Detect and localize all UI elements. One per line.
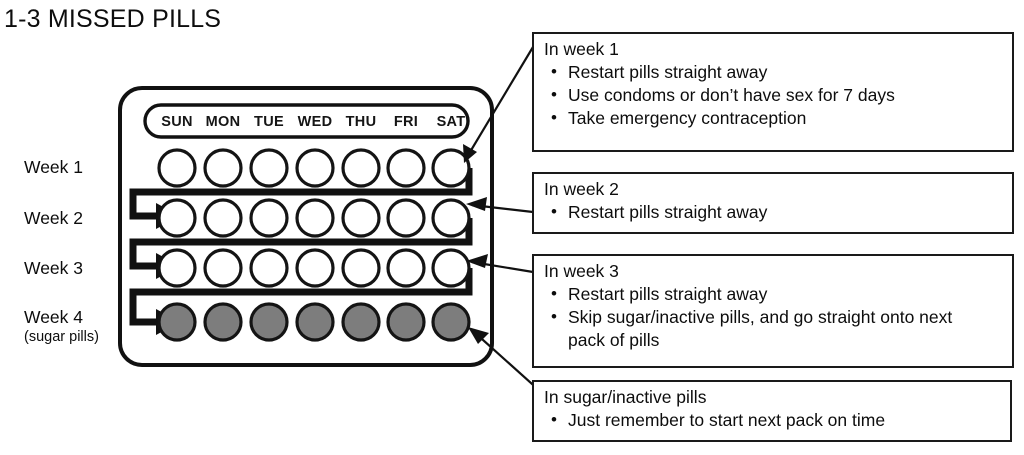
pill-week3-thu <box>341 248 381 288</box>
leader-line-sugar <box>472 330 542 393</box>
pill-week1-thu <box>341 148 381 188</box>
pill-week3-mon <box>203 248 243 288</box>
pill-week4-fri <box>386 302 426 342</box>
pill-week2-fri <box>386 198 426 238</box>
leader-arrowhead-week3 <box>466 254 488 268</box>
pill-week4-sat <box>431 302 471 342</box>
pill-week4-tue <box>249 302 289 342</box>
week-label-3-name: Week 3 <box>24 258 84 278</box>
week-label-1-name: Week 1 <box>24 157 84 177</box>
snake-path-week1-to-week2 <box>129 168 473 220</box>
callout-heading-sugar-pills: In sugar/inactive pills <box>544 387 707 407</box>
callout-box-week-2: In week 2 Restart pills straight away <box>532 172 1014 234</box>
day-header-mon: MON <box>206 114 241 130</box>
callout-box-week-1: In week 1 Restart pills straight away Us… <box>532 32 1014 152</box>
pill-week3-fri <box>386 248 426 288</box>
leader-line-week1 <box>466 46 534 158</box>
week-label-4-name: Week 4 <box>24 307 84 327</box>
week-label-4: Week 4 (sugar pills) <box>24 307 99 346</box>
callout-bullet-week-1-2: Take emergency contraception <box>544 106 1004 130</box>
callout-list-week-3: Restart pills straight away Skip sugar/i… <box>544 282 1004 352</box>
callout-heading-week-1: In week 1 <box>544 39 619 59</box>
callout-bullet-week-3-0: Restart pills straight away <box>544 282 1004 306</box>
callout-heading-week-2: In week 2 <box>544 179 619 199</box>
pill-week4-thu <box>341 302 381 342</box>
callout-heading-week-3: In week 3 <box>544 261 619 281</box>
callout-list-week-1: Restart pills straight away Use condoms … <box>544 60 1004 130</box>
callout-list-sugar-pills: Just remember to start next pack on time <box>544 408 1002 432</box>
snake-path-week2-to-week3 <box>129 218 473 270</box>
pill-week3-sat <box>431 248 471 288</box>
day-header-row <box>143 103 470 139</box>
day-header-thu: THU <box>346 114 377 130</box>
pill-week4-mon <box>203 302 243 342</box>
snake-path-week3-to-week4 <box>129 268 473 326</box>
pill-week3-sun <box>157 248 197 288</box>
pill-week2-thu <box>341 198 381 238</box>
day-header-fri: FRI <box>394 114 418 130</box>
callout-box-sugar-pills: In sugar/inactive pills Just remember to… <box>532 380 1012 442</box>
pill-week1-wed <box>295 148 335 188</box>
week-label-4-sub: (sugar pills) <box>24 329 99 345</box>
day-header-sat: SAT <box>437 114 466 130</box>
callout-bullet-sugar-pills-0: Just remember to start next pack on time <box>544 408 1002 432</box>
pill-week2-wed <box>295 198 335 238</box>
leader-arrowhead-sugar <box>468 327 489 344</box>
week-label-3: Week 3 <box>24 258 83 279</box>
pill-week1-sat <box>431 148 471 188</box>
day-header-sun: SUN <box>161 114 193 130</box>
pill-week3-tue <box>249 248 289 288</box>
callout-bullet-week-1-0: Restart pills straight away <box>544 60 1004 84</box>
week-label-1: Week 1 <box>24 157 83 178</box>
leader-arrowhead-week2 <box>466 197 487 211</box>
callout-bullet-week-2-0: Restart pills straight away <box>544 200 1004 224</box>
pill-week1-mon <box>203 148 243 188</box>
callout-bullet-week-1-1: Use condoms or don’t have sex for 7 days <box>544 83 1004 107</box>
pill-week2-sat <box>431 198 471 238</box>
day-header-wed: WED <box>298 114 333 130</box>
callout-list-week-2: Restart pills straight away <box>544 200 1004 224</box>
pill-week2-mon <box>203 198 243 238</box>
pill-week3-wed <box>295 248 335 288</box>
week-label-2: Week 2 <box>24 208 83 229</box>
pill-week1-tue <box>249 148 289 188</box>
callout-bullet-week-3-1: Skip sugar/inactive pills, and go straig… <box>544 305 1004 352</box>
pill-week1-sun <box>157 148 197 188</box>
pill-week1-fri <box>386 148 426 188</box>
page-title: 1-3 MISSED PILLS <box>4 5 222 33</box>
callout-box-week-3: In week 3 Restart pills straight away Sk… <box>532 254 1014 368</box>
week-label-2-name: Week 2 <box>24 208 84 228</box>
pill-week2-tue <box>249 198 289 238</box>
day-header-tue: TUE <box>254 114 284 130</box>
leader-arrowhead-week1 <box>463 144 477 163</box>
pill-week4-wed <box>295 302 335 342</box>
pill-week2-sun <box>157 198 197 238</box>
pill-week4-sun <box>157 302 197 342</box>
